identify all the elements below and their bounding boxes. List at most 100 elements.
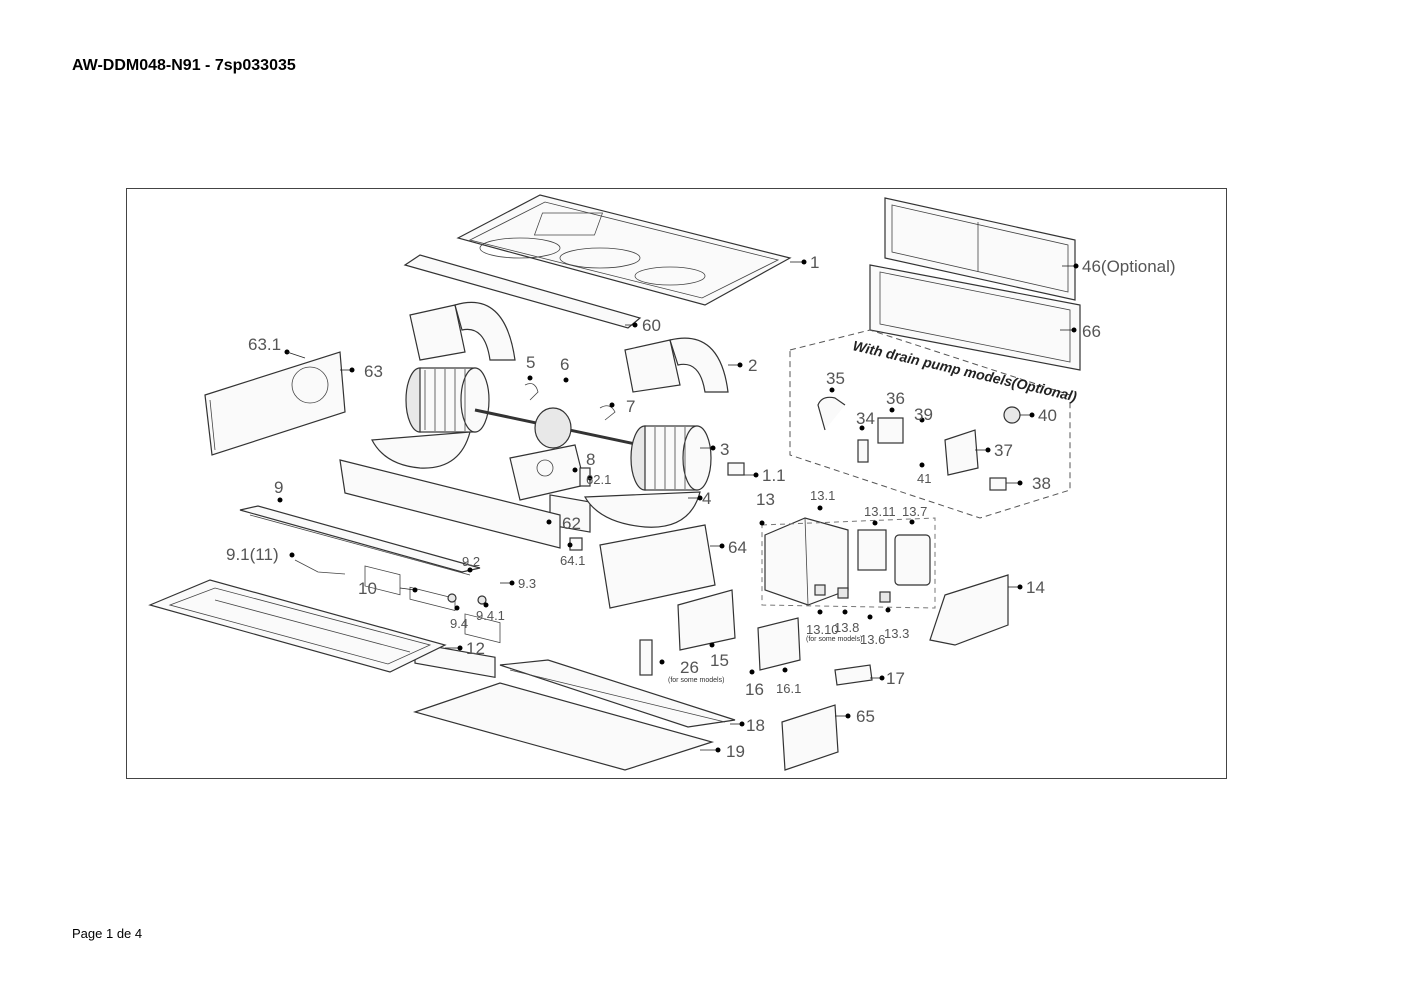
part-blower-right: [630, 425, 712, 491]
label-18: 18: [746, 716, 765, 735]
part-float-34: [857, 439, 869, 463]
part-side-panel-63: [204, 351, 346, 456]
part-filter-46: [884, 197, 1076, 301]
label-4: 4: [702, 489, 711, 508]
part-labels: 1 46(Optional) 66 63.1 63 60 2 5 6 7 35 …: [226, 253, 1176, 761]
part-fan-housing-right: [624, 337, 729, 393]
document-title: AW-DDM048-N91 - 7sp033035: [72, 57, 296, 74]
part-top-panel: [456, 194, 792, 306]
label-8: 8: [586, 450, 595, 469]
part-13-3: [879, 591, 891, 603]
part-pump-36: [877, 417, 904, 444]
label-14: 14: [1026, 578, 1045, 597]
label-9-4-1: 9.4.1: [476, 608, 505, 623]
label-46: 46(Optional): [1082, 257, 1176, 276]
label-6: 6: [560, 355, 569, 374]
part-bottom-panel-19: [412, 682, 715, 771]
part-13-10: [814, 584, 826, 596]
label-1-1: 1.1: [762, 466, 786, 485]
electric-group-outline: [761, 517, 936, 609]
label-1: 1: [810, 253, 819, 272]
label-13-10: 13.10: [806, 622, 839, 637]
label-62: 62: [562, 514, 581, 533]
part-hose-35: [817, 396, 846, 431]
label-9: 9: [274, 478, 283, 497]
label-10: 10: [358, 579, 377, 598]
label-35: 35: [826, 369, 845, 388]
part-front-panel-62: [339, 459, 561, 644]
part-frame-66: [869, 264, 1081, 371]
label-13: 13: [756, 490, 775, 509]
part-clip-5: [524, 383, 539, 401]
label-9-3: 9.3: [518, 576, 536, 591]
label-41: 41: [917, 471, 931, 486]
label-9-2: 9.2: [462, 554, 480, 569]
exploded-view-frame: [126, 188, 1227, 779]
label-13-1: 13.1: [810, 488, 835, 503]
part-pcb-13-11: [857, 529, 887, 571]
label-39: 39: [914, 405, 933, 424]
part-display-16: [757, 617, 801, 671]
label-40: 40: [1038, 406, 1057, 425]
part-blower-left: [405, 367, 490, 433]
note-for-some-models-a: (for some models): [806, 636, 862, 643]
label-37: 37: [994, 441, 1013, 460]
label-17: 17: [886, 669, 905, 688]
label-13-6: 13.6: [860, 632, 885, 647]
label-13-7: 13.7: [902, 504, 927, 519]
page-footer: Page 1 de 4: [72, 926, 143, 941]
part-1-1: [727, 462, 745, 476]
label-16-1: 16.1: [776, 681, 801, 696]
label-3: 3: [720, 440, 729, 459]
part-panel-15: [677, 589, 736, 651]
label-65: 65: [856, 707, 875, 726]
leader-lines: [277, 259, 1079, 753]
part-bottom-panel-18: [499, 659, 736, 728]
label-13-11: 13.11: [864, 504, 896, 519]
part-38: [989, 477, 1007, 491]
label-9-4: 9.4: [450, 616, 468, 631]
label-66: 66: [1082, 322, 1101, 341]
part-plate-60: [403, 254, 642, 329]
part-drain-pan-12: [148, 579, 447, 673]
label-13-8: 13.8: [834, 620, 859, 635]
label-64-1: 64.1: [560, 553, 585, 568]
part-volute-lower-left: [371, 431, 471, 469]
note-for-some-models-b: (for some models): [668, 677, 724, 684]
label-13-3: 13.3: [884, 626, 909, 641]
part-26: [639, 639, 653, 676]
label-34: 34: [856, 409, 875, 428]
part-motor-bracket-8: [509, 444, 586, 501]
label-15: 15: [710, 651, 729, 670]
part-bracket-37: [944, 429, 979, 476]
label-7: 7: [626, 397, 635, 416]
label-16: 16: [745, 680, 764, 699]
label-62-1: 62.1: [586, 472, 611, 487]
label-60: 60: [642, 316, 661, 335]
label-2: 2: [748, 356, 757, 375]
label-26: 26: [680, 658, 699, 677]
part-13-8: [837, 587, 849, 599]
part-cap-40: [1003, 406, 1021, 424]
label-63: 63: [364, 362, 383, 381]
part-volute-lower-right: [583, 491, 701, 528]
part-transformer-13-7: [894, 534, 931, 586]
part-electric-box-13: [764, 517, 849, 606]
label-19: 19: [726, 742, 745, 761]
label-5: 5: [526, 353, 535, 372]
label-9-1-11: 9.1(11): [226, 545, 279, 564]
label-38: 38: [1032, 474, 1051, 493]
label-36: 36: [886, 389, 905, 408]
label-12: 12: [466, 639, 485, 658]
drain-pump-group-outline: [789, 329, 1071, 519]
part-panel-64: [599, 524, 716, 609]
label-64: 64: [728, 538, 747, 557]
part-sensor-9-1: [294, 559, 346, 575]
part-clip-7: [599, 405, 616, 421]
part-17: [834, 664, 873, 686]
part-fan-housing-left: [409, 301, 516, 361]
label-63-1: 63.1: [248, 335, 281, 354]
part-evaporator-9: [239, 505, 481, 576]
part-box-65: [781, 704, 839, 771]
